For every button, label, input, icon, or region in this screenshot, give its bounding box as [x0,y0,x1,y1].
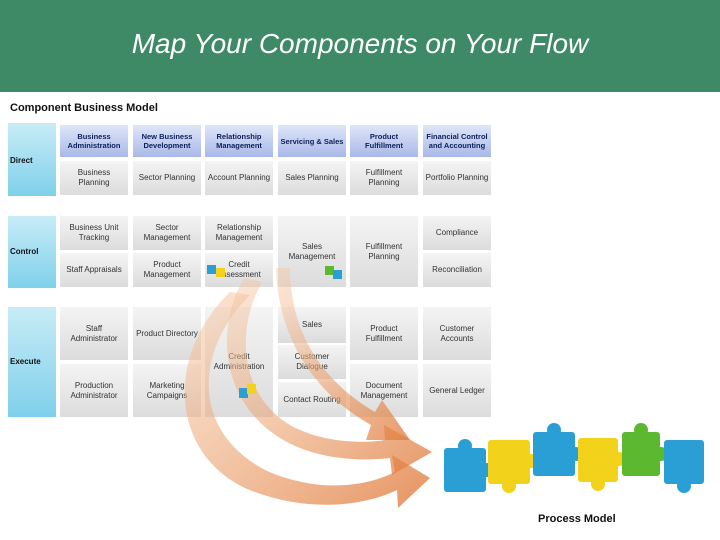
puzzle-badge-sales-management [325,266,342,279]
header-servicing-sales: Servicing & Sales [278,125,346,157]
puzzle-badge-credit-administration [239,384,256,398]
flow-arrow-middle [226,278,432,475]
header-relationship-management: Relationship Management [205,125,273,157]
header-business-administration: Business Administration [60,125,128,157]
flow-arrow-large [184,292,430,508]
puzzle-badge-credit-assessment [207,265,225,277]
process-model-label: Process Model [538,513,616,525]
cell-customer-accounts: Customer Accounts [423,307,491,360]
cell-fulfillment-planning-control: Fulfillment Planning [350,216,418,287]
cell-general-ledger: General Ledger [423,364,491,417]
cell-product-fulfillment: Product Fulfillment [350,307,418,360]
cell-production-administrator: Production Administrator [60,364,128,417]
puzzle-piece-5-green [622,423,668,476]
cell-sector-planning: Sector Planning [133,161,201,195]
title-bar: Map Your Components on Your Flow [0,0,720,92]
cell-sector-management: Sector Management [133,216,201,250]
band-control [8,216,56,288]
header-product-fulfillment: Product Fulfillment [350,125,418,157]
band-execute [8,307,56,417]
row-label-execute: Execute [10,357,41,366]
header-new-business-development: New Business Development [133,125,201,157]
puzzle-piece-1-blue [444,439,494,492]
puzzle-piece-2-yellow [488,440,538,493]
cell-product-management: Product Management [133,253,201,287]
puzzle-piece-3-blue [533,423,583,476]
cell-business-unit-tracking: Business Unit Tracking [60,216,128,250]
cell-staff-appraisals: Staff Appraisals [60,253,128,287]
puzzle-piece-4-yellow [578,438,626,491]
cell-account-planning: Account Planning [205,161,273,195]
cell-product-directory: Product Directory [133,307,201,360]
flow-arrow-small [276,268,410,440]
cell-reconciliation: Reconciliation [423,253,491,287]
row-label-direct: Direct [10,156,33,165]
cell-business-planning: Business Planning [60,161,128,195]
cell-staff-administrator: Staff Administrator [60,307,128,360]
band-direct [8,123,56,196]
cell-sales-planning: Sales Planning [278,161,346,195]
cell-fulfillment-planning: Fulfillment Planning [350,161,418,195]
slide-title: Map Your Components on Your Flow [131,28,589,59]
cell-portfolio-planning: Portfolio Planning [423,161,491,195]
cell-compliance: Compliance [423,216,491,250]
puzzle-piece-6-blue [664,440,704,493]
cbm-label: Component Business Model [10,102,158,114]
process-model-puzzle [444,423,704,493]
header-financial-control: Financial Control and Accounting [423,125,491,157]
cell-relationship-management: Relationship Management [205,216,273,250]
row-label-control: Control [10,247,39,256]
